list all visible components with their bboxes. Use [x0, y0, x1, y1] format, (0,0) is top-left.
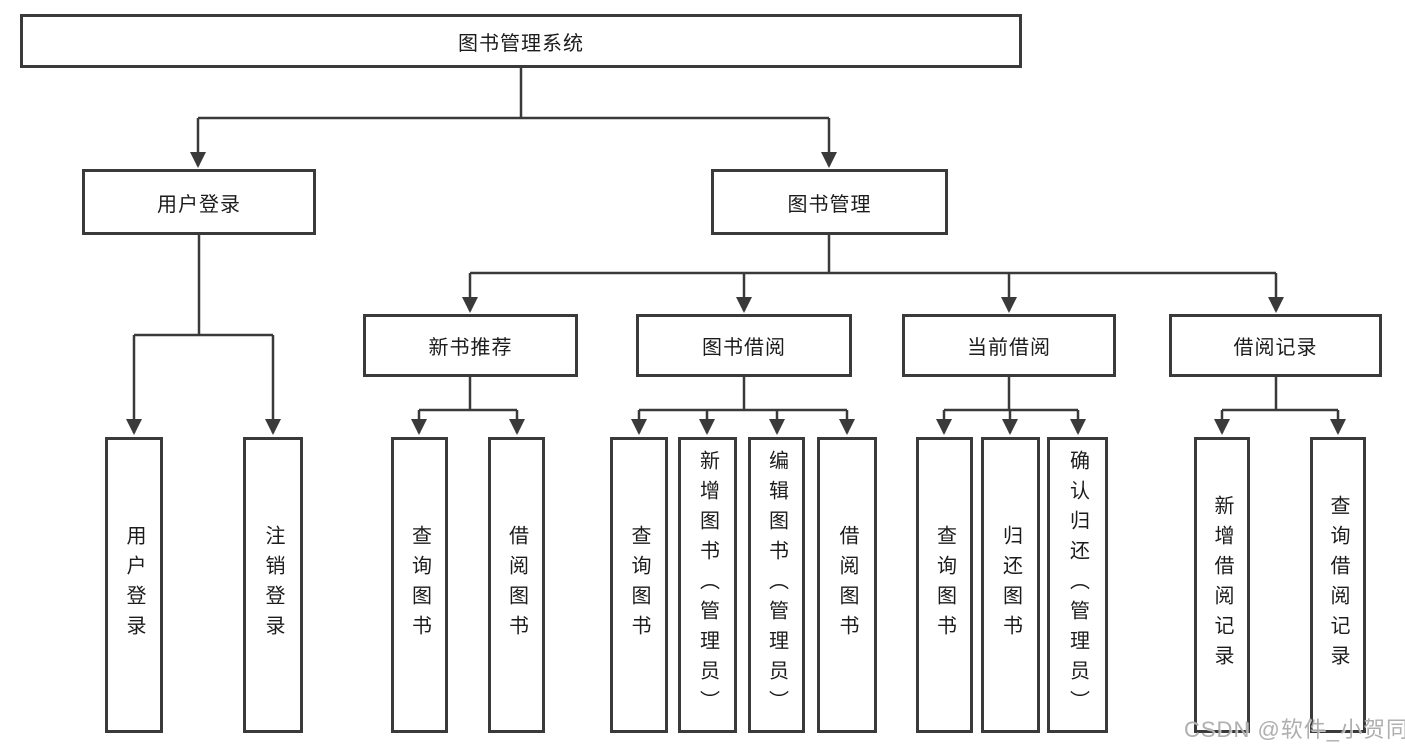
node-user-login-branch: 用户登录 — [82, 169, 316, 235]
node-confirm-return-admin: 确认归还（管理员） — [1047, 437, 1108, 733]
node-new-book-recommend: 新书推荐 — [363, 314, 578, 377]
node-add-borrow-record: 新增借阅记录 — [1194, 437, 1250, 733]
node-query-books-recommend: 查询图书 — [391, 437, 448, 733]
node-current-borrow: 当前借阅 — [902, 314, 1116, 377]
node-query-books-borrow: 查询图书 — [610, 437, 668, 733]
node-user-login-leaf: 用户登录 — [105, 437, 163, 733]
node-logout-leaf: 注销登录 — [243, 437, 303, 733]
node-query-books-current: 查询图书 — [916, 437, 973, 733]
node-borrow-books-recommend: 借阅图书 — [488, 437, 545, 733]
csdn-watermark: CSDN @软件_小贺同学 — [1184, 717, 1405, 742]
node-borrow-records: 借阅记录 — [1169, 314, 1382, 377]
node-edit-book-admin: 编辑图书（管理员） — [748, 437, 805, 733]
node-book-borrow: 图书借阅 — [636, 314, 852, 377]
node-book-management-branch: 图书管理 — [711, 169, 948, 235]
node-root-system: 图书管理系统 — [20, 14, 1022, 68]
node-add-book-admin: 新增图书（管理员） — [678, 437, 737, 733]
node-return-book: 归还图书 — [981, 437, 1040, 733]
node-borrow-books-leaf: 借阅图书 — [817, 437, 877, 733]
node-query-borrow-record: 查询借阅记录 — [1310, 437, 1366, 733]
